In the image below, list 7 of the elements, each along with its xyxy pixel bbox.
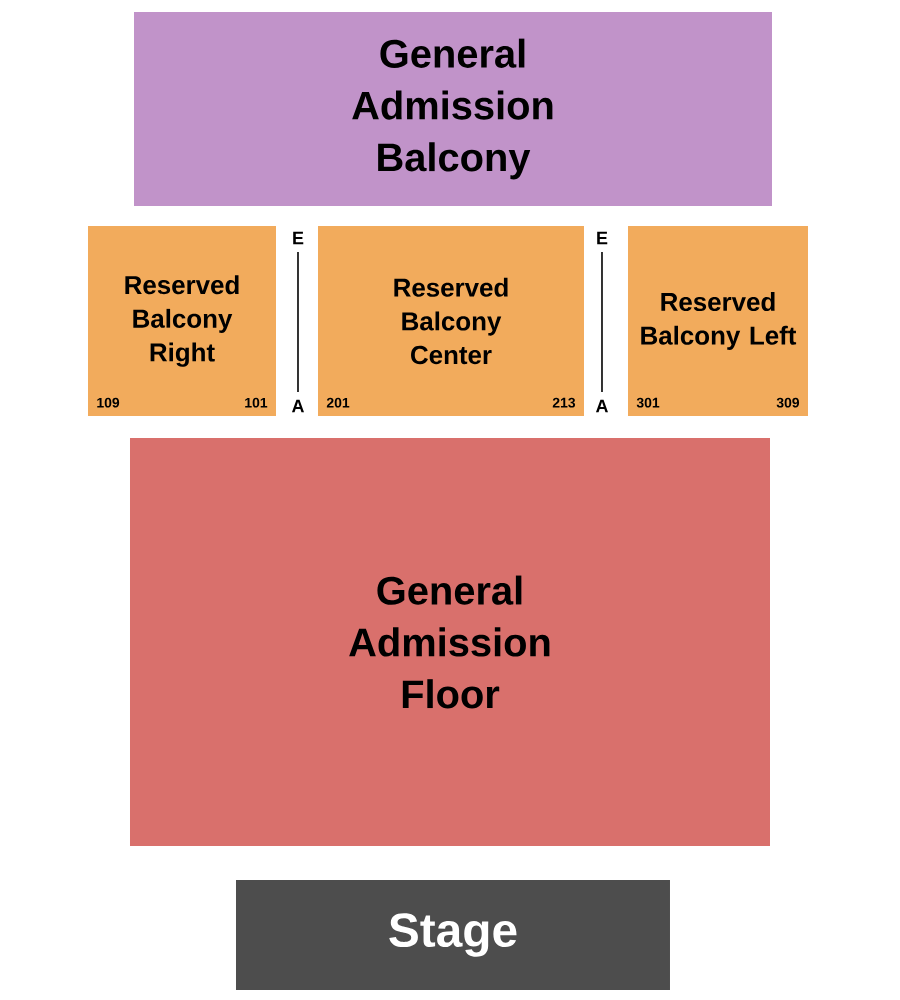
floor-section: General Admission Floor (130, 438, 770, 846)
row-letter: A (595, 399, 608, 413)
stage: Stage (236, 880, 670, 990)
balcony-section: General Admission Balcony (134, 12, 772, 206)
row-letter: A (291, 399, 304, 413)
row-letter: E (293, 231, 304, 245)
row-letter: E (597, 231, 608, 245)
